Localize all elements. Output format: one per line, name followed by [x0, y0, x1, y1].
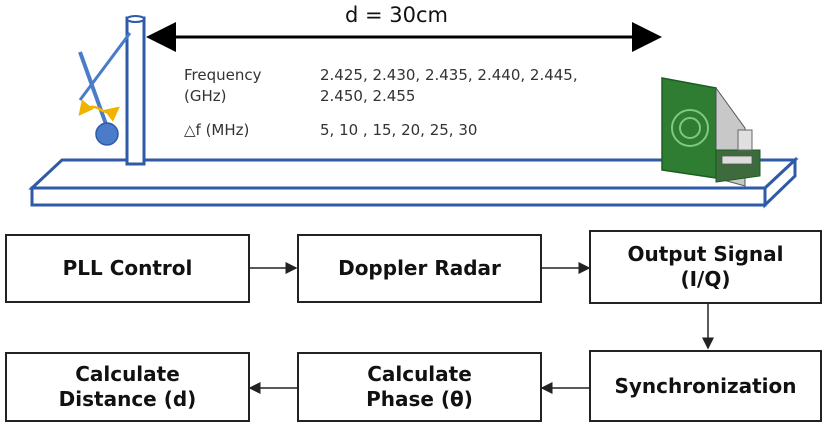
pendulum [78, 32, 132, 146]
output-signal-block: Output Signal (I/Q) [589, 230, 822, 304]
frequency-unit: (GHz) [184, 87, 227, 105]
synchronization-block: Synchronization [589, 350, 822, 422]
pll-control-block: PLL Control [5, 234, 250, 303]
distance-label: d = 30cm [345, 3, 449, 27]
pendulum-pole [125, 15, 146, 166]
frequency-values-line1: 2.425, 2.430, 2.435, 2.440, 2.445, [320, 66, 578, 84]
radar-board [661, 77, 761, 187]
frequency-label: Frequency [184, 66, 262, 84]
delta-f-values: 5, 10 , 15, 20, 25, 30 [320, 121, 478, 139]
platform [28, 156, 799, 209]
flow-arrows [248, 262, 714, 394]
calculate-distance-block: Calculate Distance (d) [5, 352, 250, 422]
calculate-phase-block: Calculate Phase (θ) [297, 352, 542, 422]
swing-arrow [78, 99, 120, 122]
delta-f-label: △f (MHz) [184, 121, 250, 139]
frequency-values-line2: 2.450, 2.455 [320, 87, 416, 105]
doppler-radar-block: Doppler Radar [297, 234, 542, 303]
